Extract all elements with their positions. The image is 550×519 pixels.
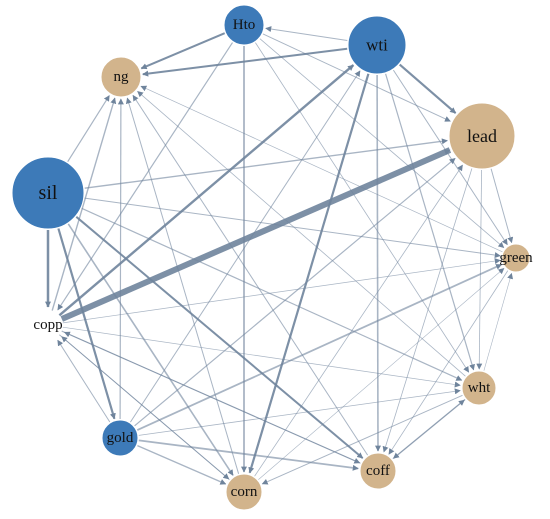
edge-lead-to-wht: [476, 169, 483, 370]
edge-copp-to-lead: [60, 147, 452, 322]
node-green: green: [499, 243, 533, 273]
node-gold: gold: [101, 419, 139, 457]
edge-corn-to-ng: [125, 97, 240, 474]
edge-wti-to-green: [392, 69, 508, 246]
edge-corn-to-copp: [61, 336, 230, 481]
node-label-green: green: [499, 250, 533, 266]
edges-layer: [45, 26, 514, 485]
node-circle-corn: [225, 473, 263, 511]
edge-green-to-coff: [388, 270, 509, 455]
edge-coff-to-wht: [392, 399, 465, 460]
edge-copp-to-green: [62, 258, 501, 324]
edge-wti-to-lead: [398, 63, 457, 114]
node-label-wht: wht: [468, 380, 491, 396]
edge-gold-to-wht: [138, 388, 461, 436]
node-label-wti: wti: [366, 36, 388, 55]
node-circle-coff: [359, 452, 397, 490]
edge-gold-to-green: [136, 263, 502, 431]
edge-sil-to-coff: [75, 216, 364, 459]
edge-gold-to-coff: [138, 439, 359, 471]
edge-sil-to-corn: [67, 223, 234, 476]
edge-wht-to-green: [483, 272, 514, 371]
edge-gold-to-lead: [134, 157, 456, 427]
node-corn: corn: [225, 473, 263, 511]
node-circle-hto: [223, 4, 265, 46]
node-circle-green: [501, 243, 531, 273]
edge-lead-to-coff: [382, 168, 473, 453]
node-label-coff: coff: [366, 463, 390, 479]
edge-wti-to-corn: [248, 73, 370, 474]
node-label-gold: gold: [107, 430, 134, 446]
node-circle-sil: [11, 156, 85, 230]
edge-corn-to-lead: [254, 164, 463, 477]
edge-green-to-ng: [140, 85, 503, 253]
edge-wti-to-ng: [142, 47, 348, 77]
edge-hto-to-lead: [262, 33, 451, 122]
node-circle-wht: [461, 370, 497, 406]
node-sil: sil: [11, 156, 85, 230]
edge-copp-to-wti: [58, 64, 355, 317]
edge-sil-to-ng: [67, 95, 110, 163]
edge-copp-to-ng: [51, 97, 117, 311]
edge-gold-to-wti: [129, 70, 361, 423]
edge-gold-to-ng: [117, 98, 124, 420]
node-copp: copp: [33, 317, 62, 333]
node-coff: coff: [359, 452, 397, 490]
edge-hto-to-green: [259, 38, 505, 248]
edge-hto-to-wht: [255, 42, 470, 373]
edge-sil-to-wht: [81, 207, 463, 381]
edge-copp-to-wht: [62, 326, 461, 388]
edge-sil-to-green: [84, 197, 501, 259]
edge-wht-to-corn: [261, 394, 463, 485]
node-wht: wht: [461, 370, 497, 406]
edge-sil-to-gold: [57, 228, 116, 420]
edge-hto-to-copp: [57, 42, 234, 311]
node-lead: lead: [448, 102, 516, 170]
node-hto: Hto: [223, 4, 265, 46]
node-circle-gold: [101, 419, 139, 457]
edge-gold-to-corn: [137, 444, 227, 485]
node-circle-ng: [100, 56, 142, 98]
node-label-corn: corn: [231, 484, 258, 500]
edge-wti-to-hto: [265, 26, 348, 41]
edge-corn-to-green: [258, 268, 505, 480]
node-circle-lead: [448, 102, 516, 170]
edge-sil-to-lead: [84, 138, 448, 189]
edge-wti-to-coff: [374, 74, 381, 452]
edge-wht-to-ng: [137, 91, 466, 377]
nodes-layer: Hto wti ng lead sil green copp wht gold coff corn: [11, 4, 533, 511]
node-label-ng: ng: [114, 69, 130, 85]
edge-coff-to-ng: [132, 94, 369, 456]
node-label-sil: sil: [39, 182, 58, 204]
node-label-lead: lead: [467, 126, 497, 146]
edge-hto-to-ng: [140, 32, 226, 70]
edge-gold-to-copp: [57, 339, 111, 423]
node-wti: wti: [347, 15, 407, 75]
node-label-copp: copp: [33, 317, 62, 333]
edge-wti-to-wht: [385, 73, 475, 371]
node-circle-wti: [347, 15, 407, 75]
node-label-hto: Hto: [233, 17, 256, 33]
node-ng: ng: [100, 56, 142, 98]
edge-coff-to-copp: [63, 331, 361, 464]
edge-lead-to-green: [490, 168, 514, 244]
